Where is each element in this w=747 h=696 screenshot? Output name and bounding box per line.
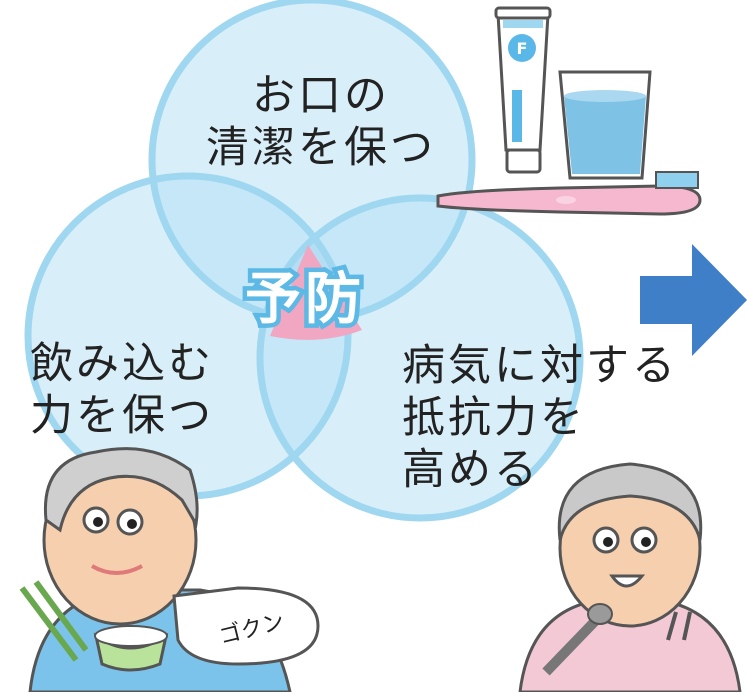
venn-circles (24, 0, 584, 522)
label-swallowing-line1: 飲み込む (30, 339, 214, 389)
toothbrush-icon (436, 171, 702, 216)
center-label: 予防 (245, 267, 365, 332)
elderly-woman-singing-illustration (518, 462, 742, 694)
label-swallowing: 飲み込む 力を保つ (30, 338, 214, 442)
label-oral-hygiene-line2: 清潔を保つ (206, 123, 436, 173)
label-oral-hygiene-line1: お口の (252, 71, 390, 121)
label-resistance: 病気に対する 抵抗力を 高める (402, 340, 678, 496)
svg-text:F: F (517, 39, 528, 58)
label-swallowing-line2: 力を保つ (30, 391, 214, 441)
label-resistance-line2: 抵抗力を (402, 393, 586, 443)
label-resistance-line1: 病気に対する (402, 341, 678, 391)
center-triangle (270, 245, 362, 340)
label-oral-hygiene: お口の 清潔を保つ (206, 70, 436, 174)
toothpaste-tube-icon: F (494, 6, 552, 174)
label-resistance-line3: 高める (402, 445, 540, 495)
water-glass-icon (558, 70, 652, 180)
right-arrow-icon (640, 244, 747, 356)
speech-bubble: ゴクン (172, 586, 320, 666)
